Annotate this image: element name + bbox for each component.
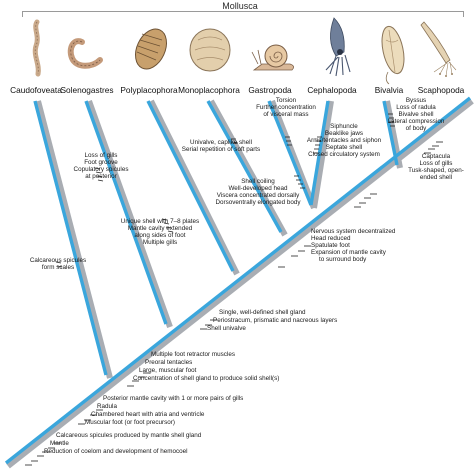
- taxon-cephalopoda: Cephalopoda: [307, 85, 357, 95]
- tusk-shell-icon: [420, 21, 457, 77]
- character-ticks: [25, 113, 443, 466]
- ladder-label: Reduction of coelom and development of h…: [44, 448, 188, 455]
- ladder-label: Calcareous spicules produced by mantle s…: [56, 432, 202, 439]
- taxon-solenogastres: Solenogastres: [60, 85, 114, 95]
- ladder-label: Single, well-defined shell gland: [219, 309, 306, 316]
- cephalopoda-characters: Siphuncle Beaklike jaws Arms/tentacles a…: [306, 123, 382, 159]
- ladder-label: Radula: [97, 403, 117, 410]
- taxon-bivalvia: Bivalvia: [374, 85, 404, 95]
- taxon-scaphopoda: Scaphopoda: [417, 85, 465, 95]
- bivalve-icon: [381, 25, 405, 85]
- ladder-label: Large, muscular foot: [139, 367, 197, 374]
- ladder-label: Concentration of shell gland to produce …: [133, 375, 280, 382]
- ladder-label: Posterior mantle cavity with 1 or more p…: [103, 395, 244, 402]
- gastropoda-cephalopoda-characters: Shell coiling Well-developed head Viscer…: [215, 178, 301, 207]
- ladder-label: Shell univalve: [207, 325, 246, 332]
- mollusca-bracket: [22, 11, 464, 17]
- ladder-label: Periostracum, prismatic and nacreous lay…: [213, 317, 338, 324]
- ladder-label: Preoral tentacles: [145, 359, 193, 366]
- scaphopoda-characters: Captacula Loss of gills Tusk-shaped, ope…: [408, 153, 464, 182]
- taxon-monoplacophora: Monoplacophora: [178, 85, 240, 95]
- ladder-label: Muscular foot (or foot precursor): [85, 419, 175, 426]
- gastropoda-characters: Torsion Further concentration of viscera…: [256, 97, 316, 119]
- branch-lines: [4, 96, 472, 465]
- cap-shell-icon: [189, 28, 231, 72]
- bivalvia-characters: Byssus Loss of radula Bivalve shell Late…: [387, 97, 445, 133]
- ladder-label: Multiple foot retractor muscles: [151, 351, 235, 358]
- conchifera-upper-characters: Nervous system decentralized Head reduce…: [311, 228, 396, 264]
- polyplacophora-characters: Unique shell with 7–8 plates Mantle cavi…: [120, 218, 200, 247]
- curved-worm-icon: [67, 38, 103, 69]
- chiton-icon: [135, 28, 167, 70]
- diagram-title: Mollusca: [222, 1, 258, 11]
- snail-icon: [251, 44, 294, 71]
- ladder-label: Mantle: [50, 440, 69, 447]
- taxon-polyplacophora: Polyplacophora: [120, 85, 178, 95]
- worm-icon: [32, 19, 41, 77]
- solenogastres-characters: Loss of gills Foot groove Copulatory spi…: [73, 152, 129, 181]
- ladder-label: Chambered heart with atria and ventricle: [91, 411, 205, 418]
- caudofoveata-characters: Calcareous spicules form scales: [29, 257, 87, 272]
- taxon-caudofoveata: Caudofoveata: [10, 85, 62, 95]
- taxon-gastropoda: Gastropoda: [248, 85, 292, 95]
- monoplacophora-characters: Univalve, caplike shell Serial repetitio…: [181, 139, 261, 154]
- squid-icon: [325, 17, 351, 77]
